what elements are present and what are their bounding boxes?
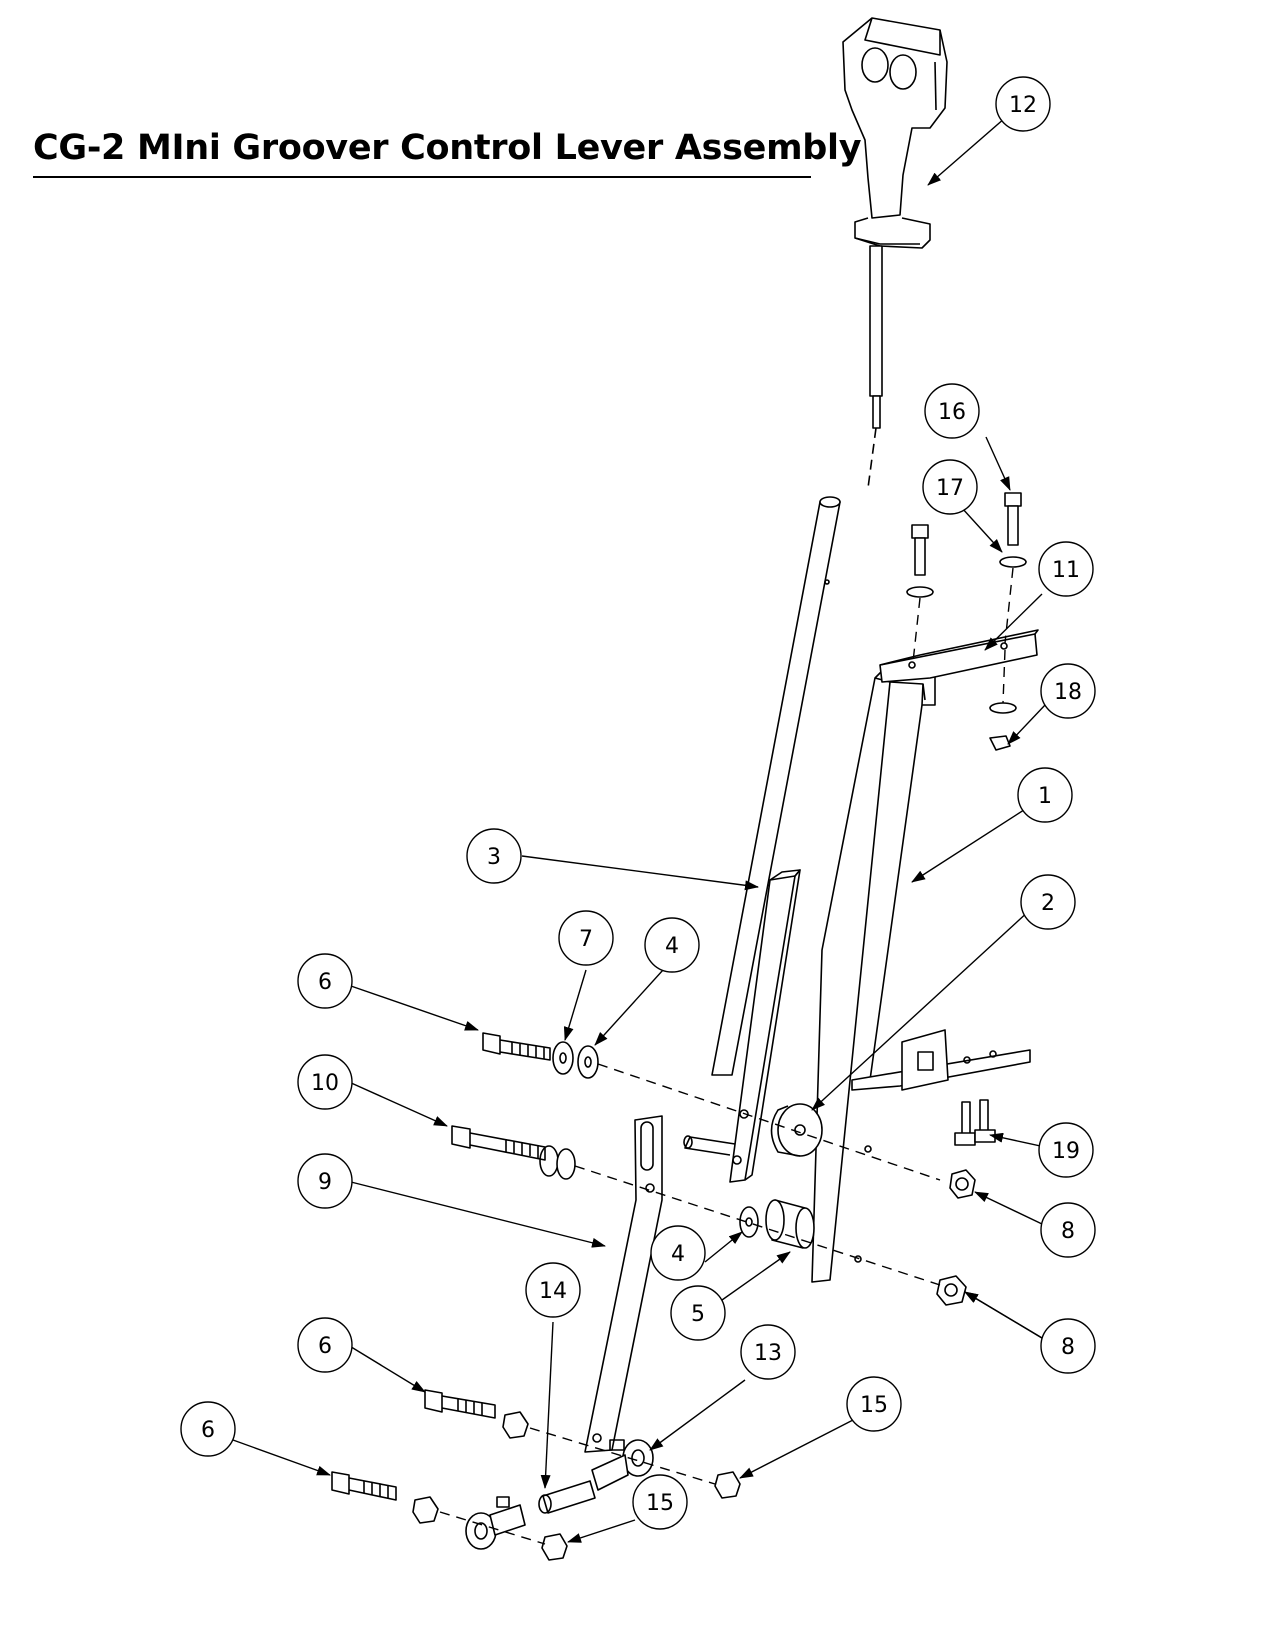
callout-balloon: 17 bbox=[922, 459, 978, 515]
nuts bbox=[412, 735, 1011, 1561]
callout-circle bbox=[525, 1262, 581, 1318]
callout-balloon: 13 bbox=[740, 1324, 796, 1380]
callout-label: 7 bbox=[579, 927, 593, 952]
link-arm-part bbox=[584, 1115, 663, 1453]
callout-balloon: 9 bbox=[297, 1153, 353, 1209]
callout-circle bbox=[180, 1401, 236, 1457]
callout-label: 4 bbox=[671, 1242, 685, 1267]
callout-label: 17 bbox=[936, 476, 964, 501]
callout-circle bbox=[1038, 541, 1094, 597]
washers bbox=[539, 1041, 759, 1238]
callout-label: 2 bbox=[1041, 891, 1055, 916]
callout-label: 14 bbox=[539, 1279, 567, 1304]
callout-circle bbox=[740, 1324, 796, 1380]
callout-balloon: 16 bbox=[924, 383, 980, 439]
callout-circle bbox=[644, 917, 700, 973]
bushing-part bbox=[770, 1103, 823, 1157]
callout-balloon: 18 bbox=[1040, 663, 1096, 719]
callout-balloon: 11 bbox=[1038, 541, 1094, 597]
top-plate-part bbox=[879, 629, 1039, 683]
callout-circle bbox=[1020, 874, 1076, 930]
callout-label: 13 bbox=[754, 1341, 782, 1366]
lower-plate-part bbox=[851, 1029, 1031, 1091]
callout-label: 11 bbox=[1052, 558, 1080, 583]
callout-label: 15 bbox=[860, 1393, 888, 1418]
callout-balloon: 15 bbox=[846, 1376, 902, 1432]
callout-circle bbox=[1040, 1202, 1096, 1258]
callout-circle bbox=[922, 459, 978, 515]
callout-circle bbox=[632, 1474, 688, 1530]
callout-balloon: 3 bbox=[466, 828, 522, 884]
callout-circle bbox=[297, 953, 353, 1009]
callout-balloon: 8 bbox=[1040, 1202, 1096, 1258]
callout-label: 19 bbox=[1052, 1139, 1080, 1164]
spacer-part bbox=[765, 1199, 815, 1249]
callout-circle bbox=[670, 1285, 726, 1341]
callout-circle bbox=[995, 76, 1051, 132]
callout-circle bbox=[297, 1317, 353, 1373]
callout-balloon: 6 bbox=[297, 1317, 353, 1373]
callout-label: 12 bbox=[1009, 93, 1037, 118]
callout-label: 9 bbox=[318, 1170, 332, 1195]
callout-label: 3 bbox=[487, 845, 501, 870]
callout-circle bbox=[297, 1153, 353, 1209]
callout-label: 15 bbox=[646, 1491, 674, 1516]
callout-balloon: 8 bbox=[1040, 1318, 1096, 1374]
callout-balloon: 14 bbox=[525, 1262, 581, 1318]
callout-balloon: 6 bbox=[180, 1401, 236, 1457]
callout-balloon: 15 bbox=[632, 1474, 688, 1530]
callout-balloon: 5 bbox=[670, 1285, 726, 1341]
main-bracket-part bbox=[811, 669, 936, 1283]
callout-balloon: 7 bbox=[558, 910, 614, 966]
callout-circle bbox=[1040, 663, 1096, 719]
callout-label: 6 bbox=[318, 1334, 332, 1359]
callout-balloon: 4 bbox=[644, 917, 700, 973]
callout-label: 16 bbox=[938, 400, 966, 425]
callout-label: 8 bbox=[1061, 1219, 1075, 1244]
callout-balloon: 12 bbox=[995, 76, 1051, 132]
diagram-title: CG-2 MIni Groover Control Lever Assembly bbox=[33, 128, 862, 168]
callout-label: 6 bbox=[318, 970, 332, 995]
callout-circle bbox=[297, 1054, 353, 1110]
callout-label: 10 bbox=[311, 1071, 339, 1096]
callout-circle bbox=[924, 383, 980, 439]
rod-ends bbox=[465, 1439, 654, 1550]
callout-label: 6 bbox=[201, 1418, 215, 1443]
title-underline bbox=[33, 176, 811, 178]
callout-label: 5 bbox=[691, 1302, 705, 1327]
callout-balloon: 19 bbox=[1038, 1122, 1094, 1178]
callout-balloon: 1 bbox=[1017, 767, 1073, 823]
callout-circle bbox=[466, 828, 522, 884]
callout-balloon: 6 bbox=[297, 953, 353, 1009]
callout-label: 8 bbox=[1061, 1335, 1075, 1360]
callout-balloon: 10 bbox=[297, 1054, 353, 1110]
callout-circle bbox=[1040, 1318, 1096, 1374]
callout-balloon: 4 bbox=[650, 1225, 706, 1281]
callout-label: 18 bbox=[1054, 680, 1082, 705]
callout-circle bbox=[650, 1225, 706, 1281]
lever-bar-part bbox=[683, 869, 801, 1183]
callout-label: 4 bbox=[665, 934, 679, 959]
control-handle-part bbox=[842, 17, 948, 489]
callout-label: 1 bbox=[1038, 784, 1052, 809]
callout-balloon: 2 bbox=[1020, 874, 1076, 930]
callout-circle bbox=[1017, 767, 1073, 823]
callout-circle bbox=[1038, 1122, 1094, 1178]
bolts bbox=[331, 492, 1022, 1501]
callout-circle bbox=[558, 910, 614, 966]
callout-circle bbox=[846, 1376, 902, 1432]
